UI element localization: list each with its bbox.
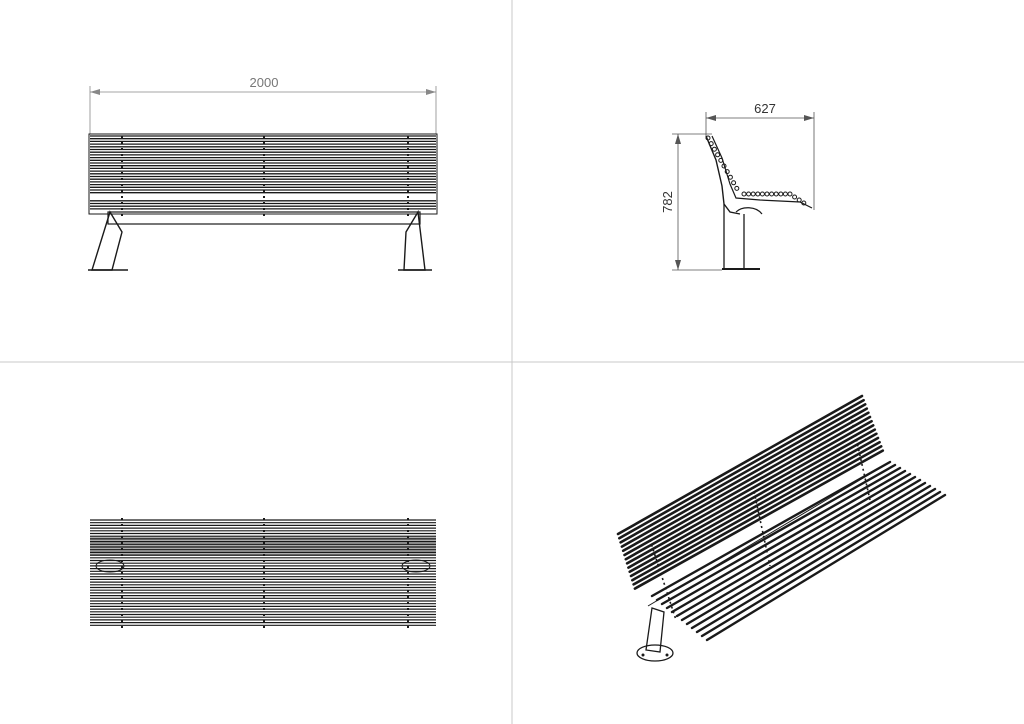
isometric-bolt	[641, 653, 645, 657]
isometric-back-slat	[619, 403, 867, 544]
top-feet	[95, 559, 431, 573]
side-view: 627 782	[660, 101, 815, 271]
isometric-back-slat	[616, 394, 864, 536]
side-slat-section	[778, 191, 784, 197]
side-slat-section	[773, 191, 779, 197]
isometric-seat-slat	[670, 472, 912, 614]
isometric-back-slat	[620, 407, 869, 548]
isometric-seat-slat	[650, 460, 892, 598]
side-slat-section	[792, 194, 798, 200]
side-slat-section	[782, 191, 788, 197]
isometric-bracket	[649, 539, 677, 621]
side-slat-section	[796, 197, 802, 203]
isometric-seat-slat	[665, 469, 907, 610]
side-slat-section	[801, 200, 807, 206]
isometric-seat-slat	[695, 487, 937, 634]
isometric-view	[616, 394, 947, 662]
isometric-foot-plate	[636, 644, 674, 662]
side-width-dimension	[705, 112, 815, 210]
top-slats	[90, 518, 436, 628]
isometric-back-slat	[623, 415, 872, 557]
side-slat-section	[734, 185, 740, 191]
isometric-back-slat	[630, 440, 881, 582]
side-slat-section	[787, 191, 793, 197]
isometric-back-slat	[632, 445, 883, 586]
side-slat-sections	[705, 135, 807, 206]
isometric-leg	[645, 607, 665, 653]
isometric-bolt	[665, 653, 669, 657]
side-slat-section	[750, 191, 756, 197]
isometric-seat-slat	[660, 466, 902, 606]
front-view: 2000	[88, 75, 438, 271]
isometric-seat-slat	[690, 484, 932, 630]
isometric-bracket	[751, 481, 771, 567]
side-slat-section	[741, 191, 747, 197]
isometric-seat-slat	[700, 490, 942, 638]
isometric-back-slat	[628, 432, 878, 574]
front-slat-outline	[88, 133, 438, 215]
front-right-leg	[403, 209, 426, 271]
side-slat-section	[731, 180, 737, 186]
isometric-bracket	[851, 419, 871, 501]
front-width-dimension	[89, 86, 437, 134]
side-slat-section	[727, 174, 733, 180]
side-slat-section	[724, 169, 730, 175]
side-height-dimension-label: 782	[660, 191, 675, 213]
isometric-seat-slat	[705, 493, 947, 642]
side-height-dimension	[672, 133, 722, 271]
side-slat-section	[715, 152, 721, 158]
isometric-back-slat	[627, 428, 877, 569]
side-slat-section	[746, 191, 752, 197]
front-width-dimension-label: 2000	[250, 75, 279, 90]
side-support-arm	[735, 207, 763, 215]
side-slat-section	[769, 191, 775, 197]
isometric-back-slat	[624, 419, 873, 561]
side-slat-section	[711, 146, 717, 152]
isometric-back-slat	[633, 449, 885, 590]
isometric-back-slat	[621, 411, 870, 553]
side-slat-section	[718, 157, 724, 163]
isometric-seat-slat	[680, 478, 922, 622]
side-slat-section	[764, 191, 770, 197]
side-width-dimension-label: 627	[754, 101, 776, 116]
front-slats	[88, 133, 438, 216]
front-left-leg	[91, 210, 123, 271]
isometric-slats	[616, 394, 947, 642]
isometric-back-slat	[629, 436, 880, 578]
side-slat-section	[759, 191, 765, 197]
isometric-seat-slat	[675, 475, 917, 618]
side-slat-section	[755, 191, 761, 197]
side-slat-section	[708, 141, 714, 147]
isometric-back-slat	[625, 424, 875, 565]
side-slat-section	[721, 163, 727, 169]
isometric-seat-slat	[685, 481, 927, 626]
top-view	[90, 518, 436, 628]
top-backrest-overlap	[90, 536, 436, 556]
side-back-frame	[705, 135, 741, 215]
isometric-joint-line	[647, 461, 891, 607]
isometric-back-slat	[617, 398, 865, 540]
side-post	[723, 204, 745, 268]
side-slat-section	[705, 135, 711, 141]
